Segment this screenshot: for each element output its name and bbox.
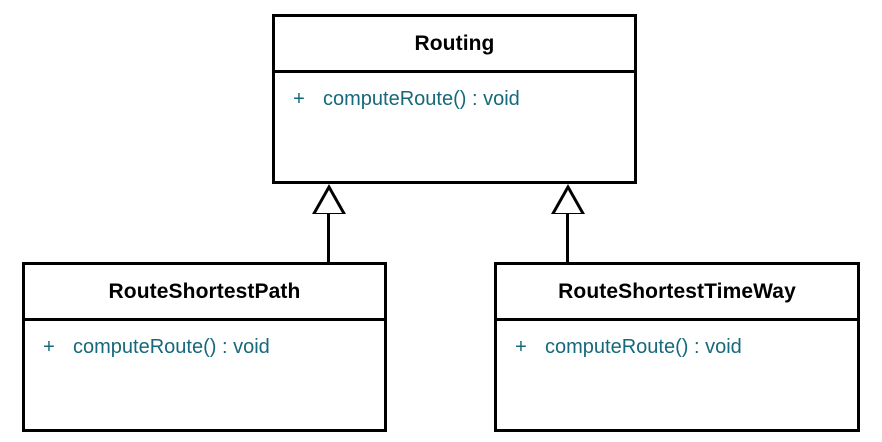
class-box-route-shortest-path[interactable]: RouteShortestPath + computeRoute() : voi… bbox=[22, 262, 387, 432]
class-method-row[interactable]: + computeRoute() : void bbox=[275, 85, 634, 113]
method-visibility-marker: + bbox=[43, 336, 55, 358]
generalization-route-shortest-time-way-to-routing[interactable] bbox=[551, 184, 585, 262]
method-visibility-marker: + bbox=[293, 88, 305, 110]
method-signature: computeRoute() : void bbox=[545, 336, 742, 358]
class-name-route-shortest-time-way: RouteShortestTimeWay bbox=[558, 279, 796, 303]
class-name-routing: Routing bbox=[414, 31, 495, 55]
class-name-route-shortest-path: RouteShortestPath bbox=[108, 279, 301, 303]
generalization-route-shortest-path-to-routing[interactable] bbox=[312, 184, 346, 262]
class-methods-compartment-routing: + computeRoute() : void bbox=[275, 73, 634, 181]
class-methods-compartment-route-shortest-path: + computeRoute() : void bbox=[25, 321, 384, 429]
generalization-stem bbox=[566, 214, 569, 262]
method-visibility-marker: + bbox=[515, 336, 527, 358]
generalization-triangle-fill bbox=[316, 190, 342, 213]
class-header-routing: Routing bbox=[275, 17, 634, 73]
class-box-routing[interactable]: Routing + computeRoute() : void bbox=[272, 14, 637, 184]
class-header-route-shortest-time-way: RouteShortestTimeWay bbox=[497, 265, 857, 321]
method-signature: computeRoute() : void bbox=[323, 88, 520, 110]
class-method-row[interactable]: + computeRoute() : void bbox=[25, 333, 384, 361]
class-method-row[interactable]: + computeRoute() : void bbox=[497, 333, 857, 361]
class-box-route-shortest-time-way[interactable]: RouteShortestTimeWay + computeRoute() : … bbox=[494, 262, 860, 432]
method-signature: computeRoute() : void bbox=[73, 336, 270, 358]
generalization-triangle-fill bbox=[555, 190, 581, 213]
class-header-route-shortest-path: RouteShortestPath bbox=[25, 265, 384, 321]
generalization-stem bbox=[327, 214, 330, 262]
class-methods-compartment-route-shortest-time-way: + computeRoute() : void bbox=[497, 321, 857, 429]
